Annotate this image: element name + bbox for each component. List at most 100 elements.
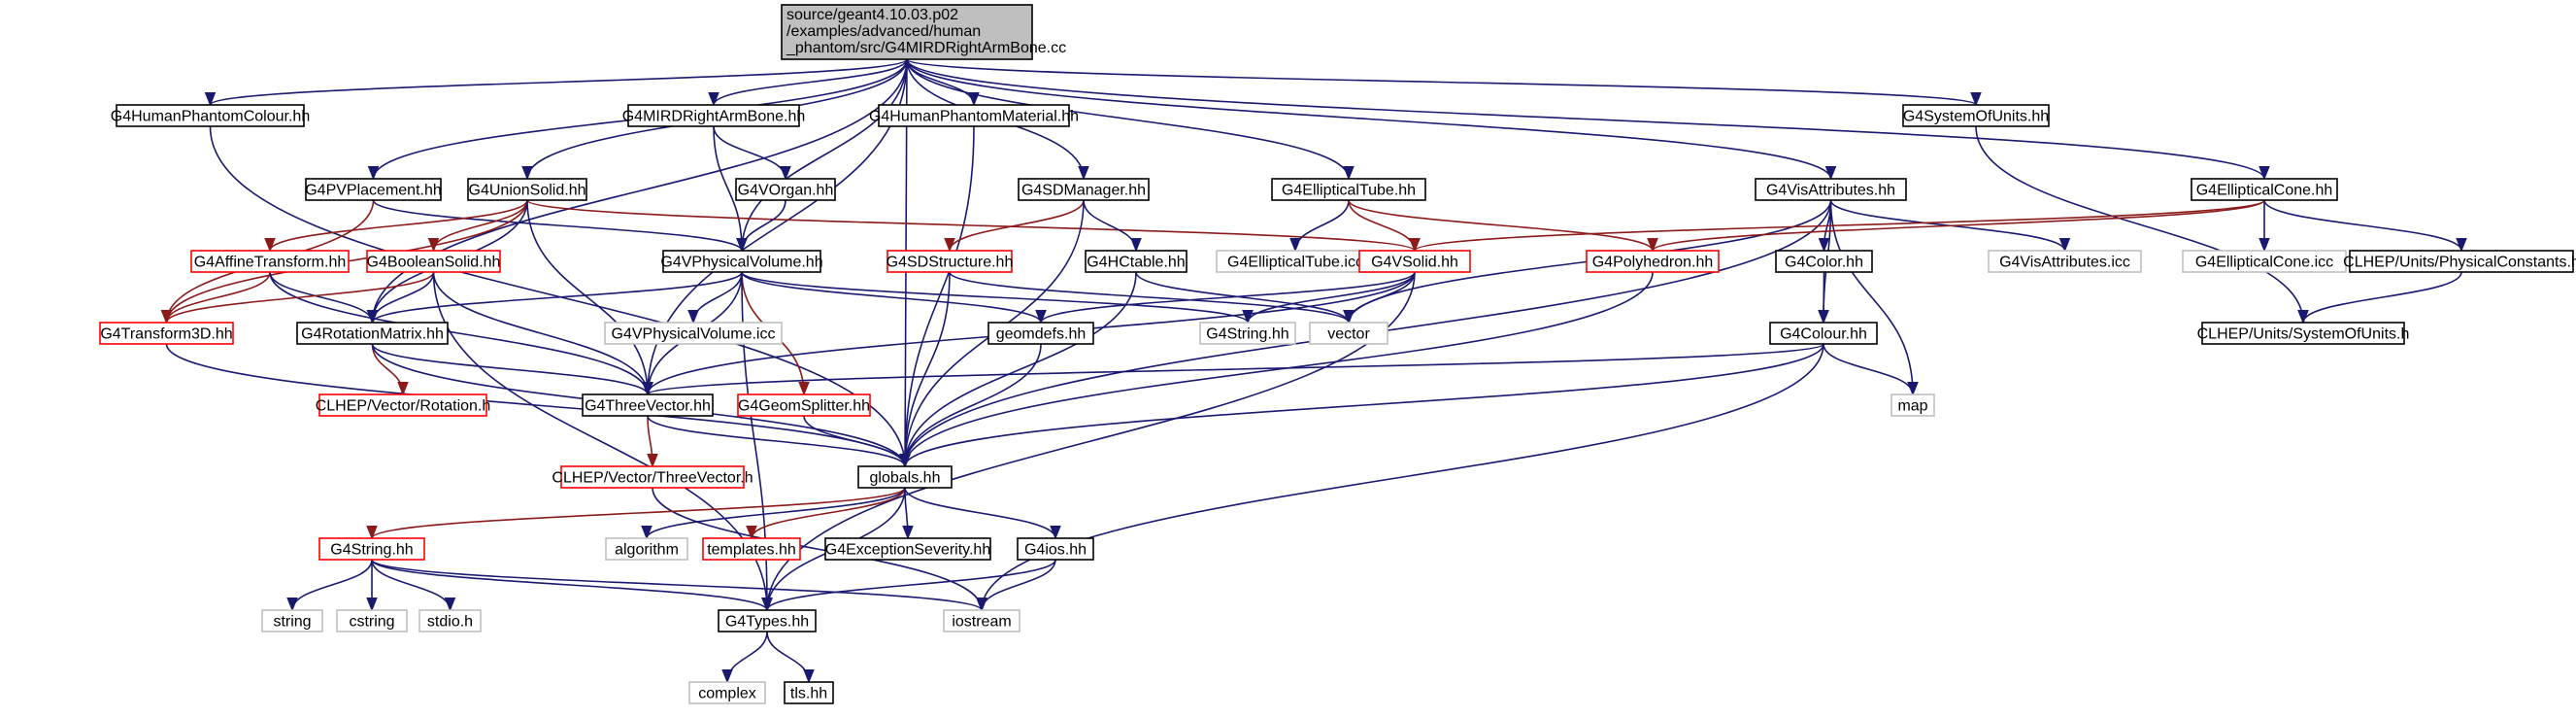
node-exception-severity[interactable]: G4ExceptionSeverity.hh bbox=[824, 537, 991, 561]
node-box bbox=[261, 609, 323, 633]
node-label: G4HumanPhantomMaterial.hh bbox=[869, 109, 1079, 125]
node-transform3-d[interactable]: G4Transform3D.hh bbox=[99, 322, 234, 345]
node-sd-structure[interactable]: G4SDStructure.hh bbox=[887, 250, 1014, 273]
edge-union-solid-to-v-solid bbox=[526, 199, 1421, 253]
edge-mird-right-arm-bone-to-v-organ bbox=[713, 125, 791, 181]
edge-elliptical-tube-to-elliptical-tube-icc bbox=[1289, 199, 1350, 253]
node-label: _phantom/src/G4MIRDRightArmBone.cc bbox=[786, 40, 1066, 56]
node-label: source/geant4.10.03.p02 bbox=[786, 7, 958, 23]
node-elliptical-cone-icc[interactable]: G4EllipticalCone.icc bbox=[2182, 250, 2347, 273]
edge-colour-to-map bbox=[1823, 343, 1919, 396]
node-human-phantom-colour[interactable]: G4HumanPhantomColour.hh bbox=[111, 104, 310, 127]
node-label: G4VisAttributes.icc bbox=[1999, 255, 2130, 271]
node-box bbox=[857, 465, 953, 489]
node-box bbox=[987, 322, 1094, 345]
node-string[interactable]: string bbox=[261, 609, 323, 633]
node-physical-constants[interactable]: CLHEP/Units/PhysicalConstants.h bbox=[2343, 250, 2576, 273]
node-colour[interactable]: G4Colour.hh bbox=[1769, 322, 1878, 345]
node-types[interactable]: G4Types.hh bbox=[718, 609, 817, 633]
node-rotation-matrix[interactable]: G4RotationMatrix.hh bbox=[296, 322, 449, 345]
node-stdio[interactable]: stdio.h bbox=[418, 609, 482, 633]
node-label: templates.hh bbox=[707, 542, 796, 559]
node-templates[interactable]: templates.hh bbox=[702, 537, 801, 561]
node-color[interactable]: G4Color.hh bbox=[1775, 250, 1873, 273]
node-elliptical-cone[interactable]: G4EllipticalCone.hh bbox=[2191, 178, 2338, 201]
node-label: G4EllipticalTube.hh bbox=[1282, 183, 1416, 199]
node-mird-right-arm-bone[interactable]: G4MIRDRightArmBone.hh bbox=[622, 104, 806, 127]
node-cstring[interactable]: cstring bbox=[336, 609, 408, 633]
edge-v-physical-volume-to-g4-string-mid bbox=[741, 271, 1254, 325]
node-label: G4ios.hh bbox=[1024, 542, 1087, 559]
edge-root-to-elliptical-cone bbox=[906, 58, 2270, 181]
node-hc-table[interactable]: G4HCtable.hh bbox=[1085, 250, 1188, 273]
node-clhep-three-vector[interactable]: CLHEP/Vector/ThreeVector.h bbox=[552, 465, 753, 489]
node-elliptical-tube[interactable]: G4EllipticalTube.hh bbox=[1271, 178, 1426, 201]
node-label: tls.hh bbox=[790, 686, 827, 702]
edge-human-phantom-material-to-globals bbox=[899, 125, 975, 468]
node-geom-splitter[interactable]: G4GeomSplitter.hh bbox=[737, 393, 871, 417]
node-label: G4UnionSolid.hh bbox=[469, 183, 586, 199]
node-box bbox=[1755, 178, 1907, 201]
node-clhep-system-of-units[interactable]: CLHEP/Units/SystemOfUnits.h bbox=[2197, 322, 2410, 345]
node-label: CLHEP/Vector/Rotation.h bbox=[316, 398, 491, 415]
node-polyhedron[interactable]: G4Polyhedron.hh bbox=[1586, 250, 1720, 273]
node-box bbox=[784, 681, 834, 704]
node-v-physical-volume-icc[interactable]: G4VPhysicalVolume.icc bbox=[604, 322, 783, 345]
node-v-physical-volume[interactable]: G4VPhysicalVolume.hh bbox=[660, 250, 823, 273]
node-box bbox=[735, 178, 836, 201]
edge-system-of-units-to-clhep-system-of-units bbox=[1975, 125, 2309, 325]
node-label: iostream bbox=[952, 614, 1011, 631]
node-box bbox=[1902, 104, 2050, 127]
node-g4-string[interactable]: G4String.hh bbox=[318, 537, 425, 561]
node-box bbox=[418, 609, 482, 633]
node-g4-string-mid[interactable]: G4String.hh bbox=[1199, 322, 1296, 345]
node-g4ios[interactable]: G4ios.hh bbox=[1017, 537, 1094, 561]
node-label: algorithm bbox=[615, 542, 679, 559]
node-sd-manager[interactable]: G4SDManager.hh bbox=[1018, 178, 1150, 201]
node-root[interactable]: source/geant4.10.03.p02/examples/advance… bbox=[781, 4, 1066, 60]
edge-root-to-v-physical-volume bbox=[736, 58, 908, 253]
node-vector[interactable]: vector bbox=[1309, 322, 1388, 345]
node-box bbox=[702, 537, 801, 561]
edge-three-vector-to-clhep-three-vector bbox=[647, 415, 658, 468]
node-box bbox=[781, 4, 1033, 60]
node-affine-transform[interactable]: G4AffineTransform.hh bbox=[190, 250, 350, 273]
node-label: string bbox=[273, 614, 311, 631]
edge-elliptical-cone-to-v-solid bbox=[1409, 199, 2265, 253]
node-box bbox=[1017, 537, 1094, 561]
node-box bbox=[116, 104, 305, 127]
node-algorithm[interactable]: algorithm bbox=[605, 537, 688, 561]
node-iostream[interactable]: iostream bbox=[943, 609, 1020, 633]
node-clhep-rotation[interactable]: CLHEP/Vector/Rotation.h bbox=[316, 393, 491, 417]
node-box bbox=[366, 250, 501, 273]
node-boolean-solid[interactable]: G4BooleanSolid.hh bbox=[366, 250, 501, 273]
edge-polyhedron-to-globals bbox=[899, 271, 1654, 468]
node-map[interactable]: map bbox=[1890, 393, 1935, 417]
edge-colour-to-iostream bbox=[976, 343, 1824, 612]
node-union-solid[interactable]: G4UnionSolid.hh bbox=[467, 178, 587, 201]
node-tls[interactable]: tls.hh bbox=[784, 681, 834, 704]
node-label: G4SDStructure.hh bbox=[887, 255, 1014, 271]
node-box bbox=[627, 104, 800, 127]
node-box bbox=[305, 178, 442, 201]
edge-root-to-system-of-units bbox=[906, 58, 1982, 107]
node-system-of-units[interactable]: G4SystemOfUnits.hh bbox=[1902, 104, 2050, 127]
node-pv-placement[interactable]: G4PVPlacement.hh bbox=[305, 178, 442, 201]
node-box bbox=[560, 465, 745, 489]
edge-layer bbox=[160, 58, 2467, 684]
node-label: G4VPhysicalVolume.hh bbox=[660, 255, 822, 271]
node-vis-attributes[interactable]: G4VisAttributes.hh bbox=[1755, 178, 1907, 201]
node-geomdefs[interactable]: geomdefs.hh bbox=[987, 322, 1094, 345]
node-vis-attributes-icc[interactable]: G4VisAttributes.icc bbox=[1988, 250, 2142, 273]
node-label: stdio.h bbox=[427, 614, 473, 631]
node-human-phantom-material[interactable]: G4HumanPhantomMaterial.hh bbox=[869, 104, 1079, 127]
node-box bbox=[604, 322, 783, 345]
node-globals[interactable]: globals.hh bbox=[857, 465, 953, 489]
node-complex[interactable]: complex bbox=[688, 681, 766, 704]
node-box bbox=[737, 393, 871, 417]
node-elliptical-tube-icc[interactable]: G4EllipticalTube.icc bbox=[1216, 250, 1375, 273]
node-v-organ[interactable]: G4VOrgan.hh bbox=[735, 178, 836, 201]
node-v-solid[interactable]: G4VSolid.hh bbox=[1358, 250, 1471, 273]
node-three-vector[interactable]: G4ThreeVector.hh bbox=[582, 393, 714, 417]
edge-hc-table-to-globals bbox=[899, 271, 1137, 468]
